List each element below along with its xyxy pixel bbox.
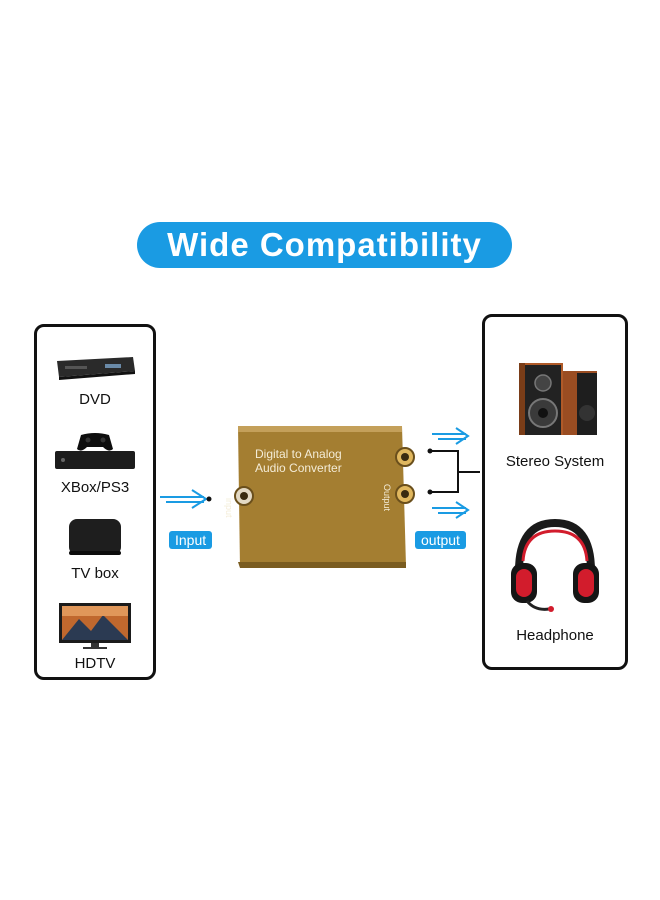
output-connection-dot — [427, 489, 433, 495]
speakers-icon — [519, 363, 597, 435]
tv-box-icon — [69, 519, 121, 555]
input-tag: Input — [169, 531, 213, 549]
title-text: Wide Compatibility — [167, 226, 482, 263]
converter-output-port-label: Output — [382, 484, 392, 512]
output-arrow-lower — [432, 501, 470, 519]
hdtv-icon — [59, 603, 131, 649]
output-item-stereo: Stereo System — [485, 357, 625, 470]
converter-device — [234, 426, 415, 568]
source-label: TV box — [71, 565, 119, 582]
source-label: DVD — [79, 391, 111, 408]
output-connection-dot — [427, 448, 433, 454]
source-label: HDTV — [74, 655, 116, 672]
headphone-icon — [511, 518, 599, 612]
source-label: XBox/PS3 — [60, 479, 130, 496]
source-item-hdtv: HDTV — [37, 601, 153, 672]
output-item-headphone: Headphone — [485, 515, 625, 644]
source-devices-panel: DVD XBox/PS3 TV box HDTV — [34, 324, 156, 680]
output-wiring — [430, 450, 480, 493]
source-item-console: XBox/PS3 — [37, 429, 153, 496]
game-console-icon — [55, 433, 135, 469]
converter-input-port-label: input — [224, 498, 234, 518]
output-devices-panel: Stereo System Headphone — [482, 314, 628, 670]
input-arrow — [160, 489, 208, 509]
output-label: Stereo System — [505, 453, 605, 470]
input-connection-dot — [206, 496, 212, 502]
converter-label-line2: Audio Converter — [255, 461, 342, 475]
output-label: Headphone — [516, 627, 594, 644]
source-item-dvd: DVD — [37, 353, 153, 408]
converter-label-line1: Digital to Analog — [255, 447, 342, 461]
converter-label: Digital to Analog Audio Converter — [255, 447, 342, 475]
source-item-tvbox: TV box — [37, 515, 153, 582]
output-tag: output — [415, 531, 466, 549]
output-arrow-upper — [432, 427, 470, 445]
title-banner: Wide Compatibility — [137, 222, 512, 268]
dvd-player-icon — [57, 357, 135, 380]
